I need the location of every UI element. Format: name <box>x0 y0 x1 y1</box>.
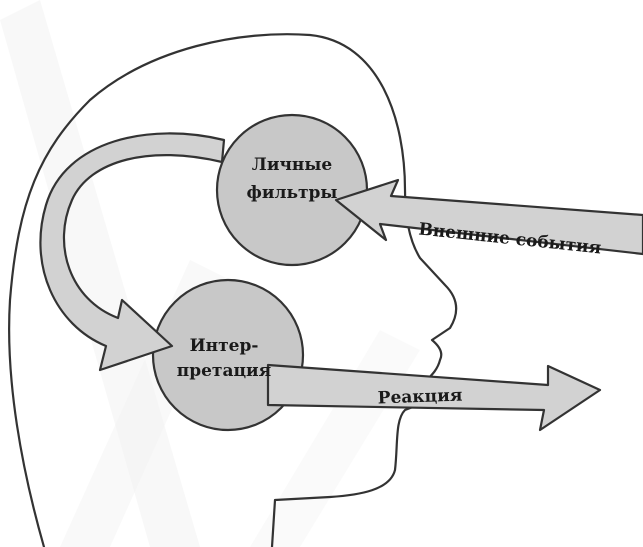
filters-label-line1: Личные <box>252 155 333 175</box>
reaction-label: Реакция <box>377 386 462 409</box>
filters-label-line2: фильтры <box>247 183 338 203</box>
interpretation-label-line1: Интер- <box>190 336 259 356</box>
interpretation-label-line2: претация <box>177 361 271 381</box>
